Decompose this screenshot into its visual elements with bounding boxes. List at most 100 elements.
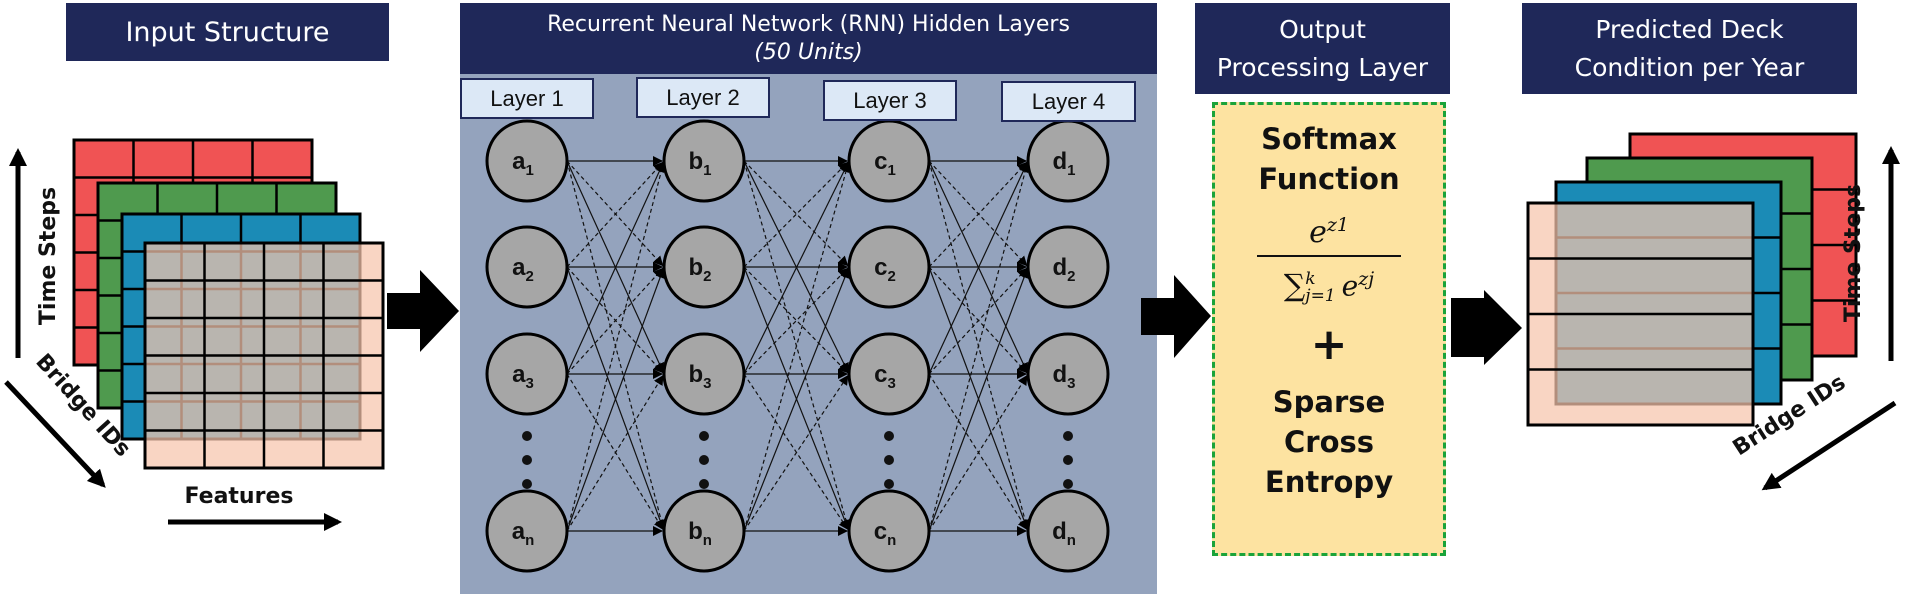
ellipsis-dot-b-2 xyxy=(699,455,709,465)
connection-bn-c2 xyxy=(743,267,850,532)
node-a1 xyxy=(485,119,569,203)
connection-b2-c1 xyxy=(743,161,849,268)
predicted-title-line1: Predicted Deck xyxy=(1595,14,1784,44)
connection-b3-c2 xyxy=(743,267,849,375)
flow-arrow-1 xyxy=(387,270,459,352)
connection-a1-b2 xyxy=(566,160,664,267)
connection-bn-c3 xyxy=(743,374,849,532)
ellipsis-dot-b-1 xyxy=(699,431,709,441)
node-c1-subscript: 1 xyxy=(888,162,896,179)
loss-line1: Sparse xyxy=(1272,385,1386,420)
rnn-header: Recurrent Neural Network (RNN) Hidden La… xyxy=(460,3,1157,74)
node-a1-subscript: 1 xyxy=(526,162,534,179)
node-cn-subscript: n xyxy=(887,532,896,549)
layer-label-1: Layer 1 xyxy=(460,78,594,119)
connection-an-b3 xyxy=(566,374,664,532)
node-dn xyxy=(1026,489,1110,573)
input-time-steps-label: Time Steps xyxy=(36,187,61,325)
fraction-bar xyxy=(1257,255,1401,257)
softmax-title-line2: Function xyxy=(1258,162,1400,196)
input-structure-title: Input Structure xyxy=(125,16,330,48)
connection-b3-c1 xyxy=(743,161,849,375)
connection-b1-cn xyxy=(743,160,851,531)
sum-lower: j=1 xyxy=(1305,285,1336,306)
ellipsis-dot-b-3 xyxy=(699,479,709,489)
connection-cn-d1 xyxy=(928,161,1030,532)
connection-a2-bn xyxy=(566,266,665,531)
predicted-header: Predicted Deck Condition per Year xyxy=(1522,3,1857,94)
node-a2-subscript: 2 xyxy=(526,268,534,285)
output-processing-header: Output Processing Layer xyxy=(1195,3,1450,94)
ellipsis-dot-a-3 xyxy=(522,479,532,489)
ellipsis-dot-d-2 xyxy=(1063,455,1073,465)
sum-upper: k xyxy=(1305,268,1316,289)
node-a3-subscript: 3 xyxy=(526,375,534,392)
softmax-title-line1: Softmax xyxy=(1261,122,1397,156)
connection-a3-bn xyxy=(566,373,664,531)
ellipsis-dot-d-3 xyxy=(1063,479,1073,489)
flow-arrow-3 xyxy=(1451,290,1522,365)
pred-bridge-ids-arrow xyxy=(1761,400,1897,491)
node-c1 xyxy=(847,119,931,203)
connection-b3-cn xyxy=(743,373,849,531)
ellipsis-dot-d-1 xyxy=(1063,431,1073,441)
node-d2 xyxy=(1026,225,1110,309)
connection-cn-d2 xyxy=(928,267,1029,532)
node-d1 xyxy=(1026,119,1110,203)
connection-bn-c1 xyxy=(743,161,851,532)
connection-b2-c3 xyxy=(743,266,849,374)
connection-c2-d1 xyxy=(928,161,1028,268)
predicted-title-line2: Condition per Year xyxy=(1574,52,1805,82)
node-b1-subscript: 1 xyxy=(703,162,711,179)
node-b3-subscript: 3 xyxy=(703,375,711,392)
node-c3 xyxy=(847,332,931,416)
rnn-title: Recurrent Neural Network (RNN) Hidden La… xyxy=(547,11,1070,37)
denominator-base: e xyxy=(1341,269,1359,303)
node-b1 xyxy=(662,119,746,203)
node-a2 xyxy=(485,225,569,309)
connection-c2-d3 xyxy=(928,266,1028,374)
input-structure-stack xyxy=(72,138,385,470)
predicted-structure-stack xyxy=(1526,132,1858,427)
connection-c3-d1 xyxy=(928,161,1028,375)
denominator-exponent: zj xyxy=(1358,268,1375,290)
loss-line3: Entropy xyxy=(1264,465,1394,500)
rnn-connections xyxy=(566,156,1030,536)
pred-time-steps-label: Time Steps xyxy=(1841,184,1866,322)
connection-a2-b3 xyxy=(566,266,664,374)
connection-c3-dn xyxy=(928,373,1028,531)
node-bn-subscript: n xyxy=(703,532,712,549)
node-c3-subscript: 3 xyxy=(888,375,896,392)
node-d3-subscript: 3 xyxy=(1067,375,1075,392)
node-dn-subscript: n xyxy=(1067,532,1076,549)
node-b2 xyxy=(662,225,746,309)
features-label: Features xyxy=(185,484,294,509)
input-structure-header: Input Structure xyxy=(66,3,389,61)
connection-cn-d3 xyxy=(928,374,1028,532)
node-c2-subscript: 2 xyxy=(888,268,896,285)
connection-b1-c2 xyxy=(743,160,849,267)
node-d2-subscript: 2 xyxy=(1067,268,1075,285)
output-title-line2: Processing Layer xyxy=(1216,52,1429,82)
node-b2-subscript: 2 xyxy=(703,268,711,285)
numerator-exponent: z1 xyxy=(1326,214,1349,236)
node-a3 xyxy=(485,332,569,416)
ellipsis-dot-c-3 xyxy=(884,479,894,489)
layer-label-3: Layer 3 xyxy=(823,80,957,121)
node-bn xyxy=(662,489,746,573)
layer-label-2: Layer 2 xyxy=(636,77,770,118)
node-an xyxy=(485,489,569,573)
layer-label-4: Layer 4 xyxy=(1001,81,1136,122)
connection-a3-b2 xyxy=(566,267,664,375)
ellipsis-dot-a-1 xyxy=(522,431,532,441)
connection-a3-b1 xyxy=(566,161,664,375)
connection-an-b2 xyxy=(566,267,665,532)
loss-line2: Cross xyxy=(1283,425,1375,460)
ellipsis-dot-c-2 xyxy=(884,455,894,465)
